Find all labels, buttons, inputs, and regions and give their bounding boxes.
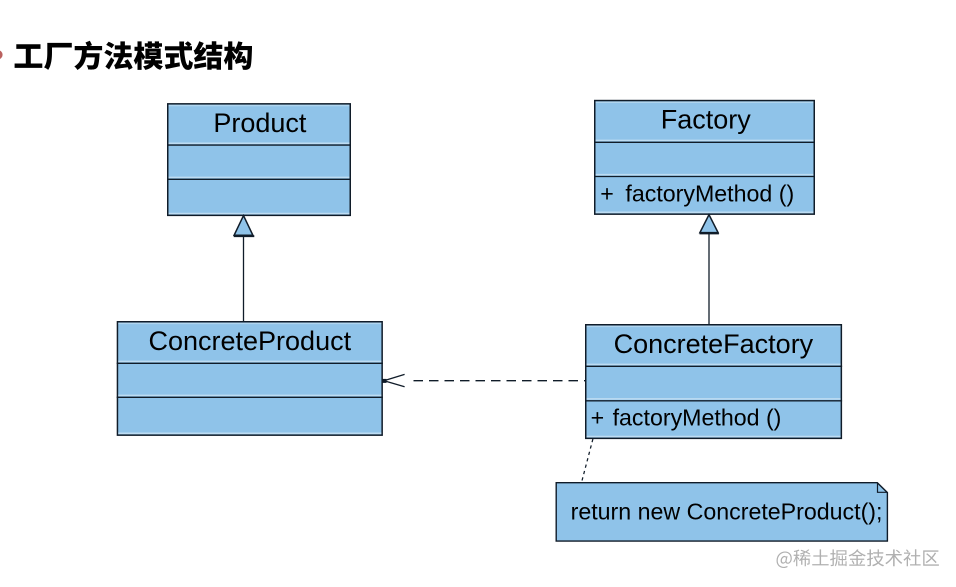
svg-text:Factory: Factory: [661, 105, 752, 135]
svg-text:factoryMethod (): factoryMethod (): [613, 405, 782, 431]
svg-text:factoryMethod (): factoryMethod (): [625, 181, 794, 207]
svg-text:ConcreteFactory: ConcreteFactory: [614, 329, 814, 359]
svg-text:return new ConcreteProduct();: return new ConcreteProduct();: [571, 498, 883, 524]
svg-text:+: +: [591, 405, 605, 431]
svg-text:Product: Product: [213, 108, 307, 138]
svg-text:ConcreteProduct: ConcreteProduct: [148, 326, 351, 356]
svg-text:+: +: [600, 181, 614, 207]
